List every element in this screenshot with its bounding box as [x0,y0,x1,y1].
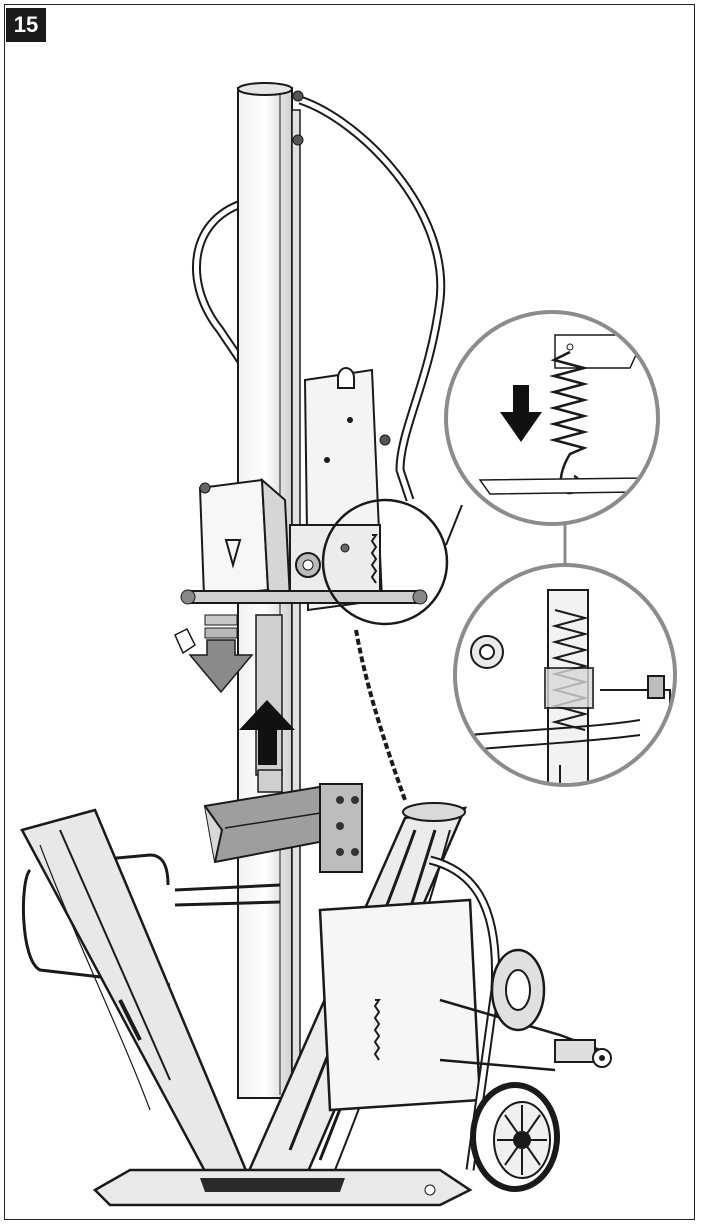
splitting-wedge [203,769,363,873]
down-arrow-gray-icon [188,614,254,694]
chain [354,629,407,801]
log-left [20,808,252,1192]
triangle-marker-icon [224,539,242,569]
detail-circle-bottom [453,563,677,787]
base-plate [92,1168,473,1207]
wedge-holder [198,477,292,602]
figure-number-badge: 15 [6,8,46,42]
pulley [490,948,546,1032]
guide-mechanism [289,524,381,596]
detail-zoom-circle [321,498,449,626]
down-arrow-detail-icon [500,385,542,442]
up-arrow-black-icon [239,700,295,745]
lower-body [318,855,601,1171]
control-bar [180,589,428,605]
wheel [470,1082,560,1192]
detail-circle-top [444,310,660,526]
left-frame-arms [22,853,281,987]
tow-hook [554,1039,612,1068]
